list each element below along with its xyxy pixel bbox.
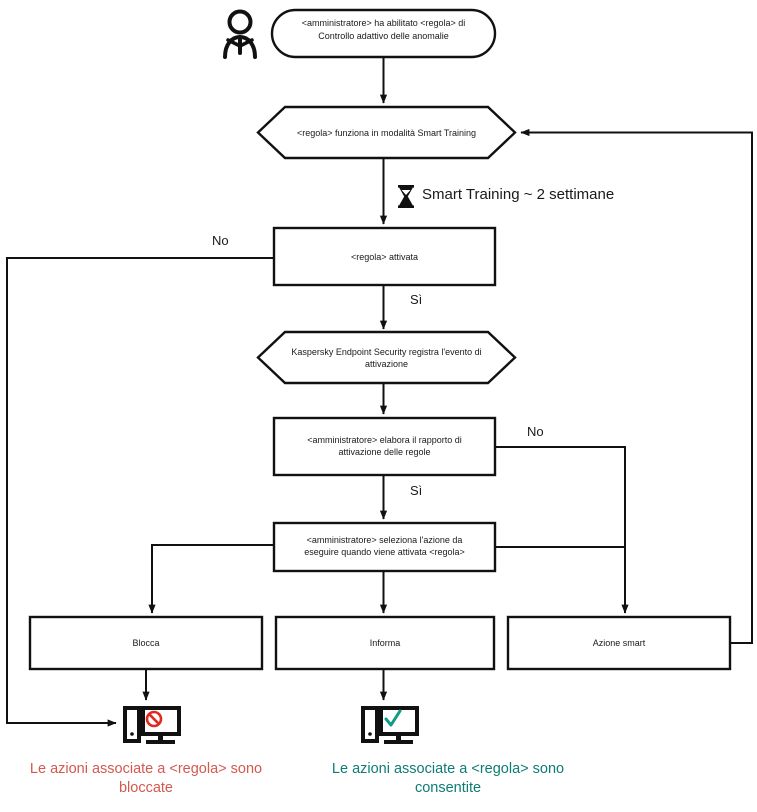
caption-blocked-line2: bloccate (118, 780, 173, 796)
node-event-logged-shape (256, 330, 517, 385)
node-smart-training-shape (256, 105, 517, 160)
caption-allowed: Le azioni associate a <regola> sono cons… (310, 760, 586, 798)
computer-allowed-icon (361, 706, 419, 744)
edge-label-triggered-no: No (212, 233, 229, 248)
node-block-shape (28, 615, 264, 671)
computer-blocked-icon (123, 706, 181, 744)
edge-label-report-yes: Sì (410, 483, 423, 498)
caption-blocked-line1: Le azioni associate a <regola> sono (29, 761, 263, 777)
annotation-training-duration: Smart Training ~ 2 settimane (422, 186, 615, 203)
edge-label-triggered-yes: Sì (410, 292, 423, 307)
node-inform-shape (274, 615, 496, 671)
person-icon (223, 9, 257, 59)
caption-blocked: Le azioni associate a <regola> sono bloc… (8, 760, 284, 798)
node-select-action-shape (272, 521, 497, 573)
edge-label-report-no: No (527, 424, 544, 439)
edge-select-action-to-block (148, 544, 274, 614)
edge-smart-action-loop-back (520, 128, 753, 644)
hourglass-icon (398, 185, 414, 208)
node-smart-action-shape (506, 615, 732, 671)
caption-allowed-line1: Le azioni associate a <regola> sono (331, 761, 565, 777)
edge-process-report-no (495, 446, 629, 614)
caption-allowed-line2: consentite (414, 780, 482, 796)
node-process-report-shape (272, 416, 497, 477)
node-rule-triggered-shape (272, 226, 497, 287)
node-start-shape (270, 8, 497, 59)
edge-rule-triggered-no (6, 257, 274, 727)
